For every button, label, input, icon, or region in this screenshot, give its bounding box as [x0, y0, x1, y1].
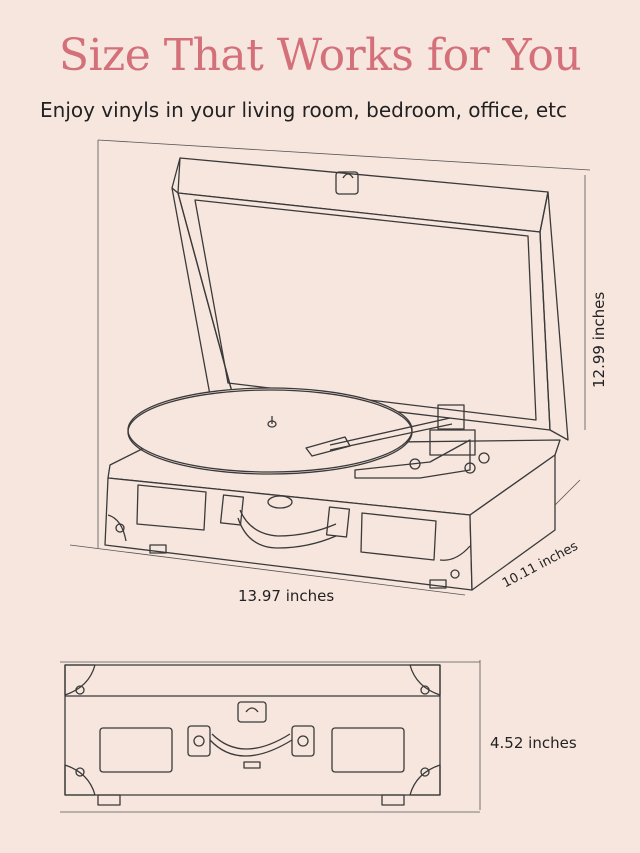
front-height-dimension-label: 4.52 inches	[490, 734, 577, 752]
tonearm	[305, 404, 490, 479]
width-dimension-label: 13.97 inches	[238, 587, 335, 605]
page-title: Size That Works for You	[58, 30, 582, 81]
lid	[171, 157, 569, 441]
front-view	[64, 664, 441, 806]
page-subtitle: Enjoy vinyls in your living room, bedroo…	[40, 98, 568, 122]
height-dimension-label: 12.99 inches	[590, 291, 608, 388]
